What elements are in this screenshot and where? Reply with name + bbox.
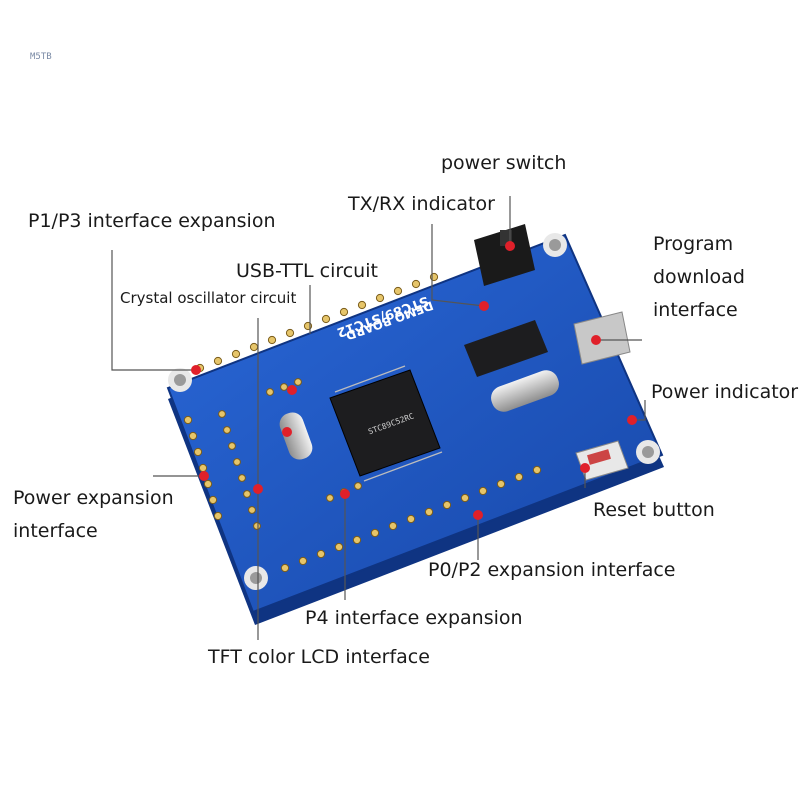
label-power-expansion: Power expansion interface [13, 482, 174, 548]
label-program-download: Program download interface [653, 228, 745, 327]
label-p4-expansion: P4 interface expansion [305, 607, 523, 629]
label-txrx-indicator: TX/RX indicator [348, 193, 495, 215]
label-power-expansion-line1: Power expansion [13, 487, 174, 509]
label-power-expansion-line2: interface [13, 520, 98, 542]
usb-ttl-chip [464, 320, 548, 377]
pointer-dots [191, 241, 637, 520]
label-p0p2-expansion: P0/P2 expansion interface [428, 559, 676, 581]
mounting-holes [168, 233, 660, 590]
header-tft [218, 410, 261, 530]
label-power-indicator: Power indicator [651, 381, 799, 403]
label-usb-ttl: USB-TTL circuit [236, 260, 378, 282]
crystal-big [491, 370, 559, 412]
watermark: M5TB [30, 52, 52, 62]
label-program-download-line3: interface [653, 299, 738, 321]
header-p0p2 [280, 465, 542, 573]
pointer-lines [111, 196, 646, 640]
micro-usb [573, 311, 631, 365]
label-tft-lcd: TFT color LCD interface [208, 646, 430, 668]
header-p1p3 [195, 272, 439, 373]
label-p1p3-expansion: P1/P3 interface expansion [28, 210, 276, 232]
label-program-download-line2: download [653, 266, 745, 288]
mcu-chip: STC89C52RC [329, 365, 443, 482]
header-power [183, 415, 223, 521]
label-power-switch: power switch [441, 152, 567, 174]
power-switch-part [474, 224, 535, 286]
label-program-download-line1: Program [653, 233, 734, 255]
label-crystal-osc: Crystal oscillator circuit [120, 289, 297, 307]
crystal-small [279, 412, 313, 460]
label-reset-button: Reset button [593, 499, 715, 521]
